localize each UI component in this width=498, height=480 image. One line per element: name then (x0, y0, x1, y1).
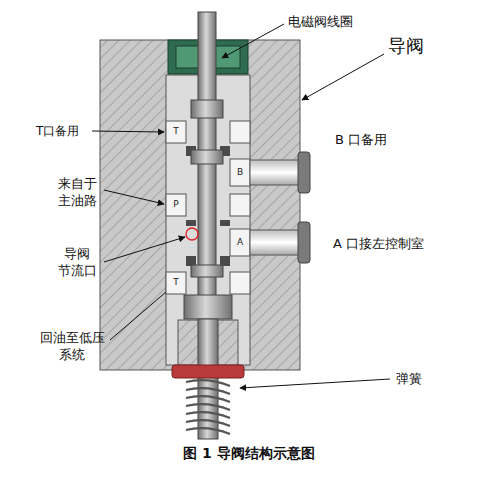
spring-coil (186, 412, 230, 418)
spring-coil (186, 404, 230, 410)
port-letter: T (172, 278, 180, 287)
spring-coil (186, 428, 230, 434)
spring-coil (186, 388, 230, 394)
leader-lines (92, 24, 390, 388)
port-letter: B (236, 168, 244, 177)
port-label: 来自于 主油路 (58, 176, 97, 210)
part-label: 电磁阀线圈 (288, 14, 353, 31)
spool-lands (191, 100, 223, 277)
spring-coil (186, 396, 230, 402)
lower-piston (184, 295, 232, 319)
port-letter: T (172, 127, 180, 136)
port-label: 回油至低压 系统 (40, 330, 105, 364)
title-label: 导阀 (388, 34, 424, 57)
port-label: T口备用 (36, 124, 79, 140)
seal-ring (172, 365, 244, 378)
port-a-fitting (298, 222, 310, 263)
figure-caption: 图 1 导阀结构示意图 (183, 444, 315, 462)
spring-coil (186, 380, 230, 386)
spring-coils (186, 380, 230, 434)
throttle-marker (186, 228, 198, 240)
port-letter: P (172, 200, 179, 209)
port-label: A 口接左控制室 (333, 236, 424, 253)
port-label: B 口备用 (335, 132, 387, 149)
spring-coil (186, 420, 230, 426)
port-a-pipe (250, 230, 300, 255)
port-b-fitting (298, 152, 310, 193)
port-letter: A (236, 238, 244, 247)
part-label: 弹簧 (396, 371, 422, 388)
part-label: 导阀 节流口 (58, 246, 97, 280)
port-b-pipe (250, 160, 300, 185)
